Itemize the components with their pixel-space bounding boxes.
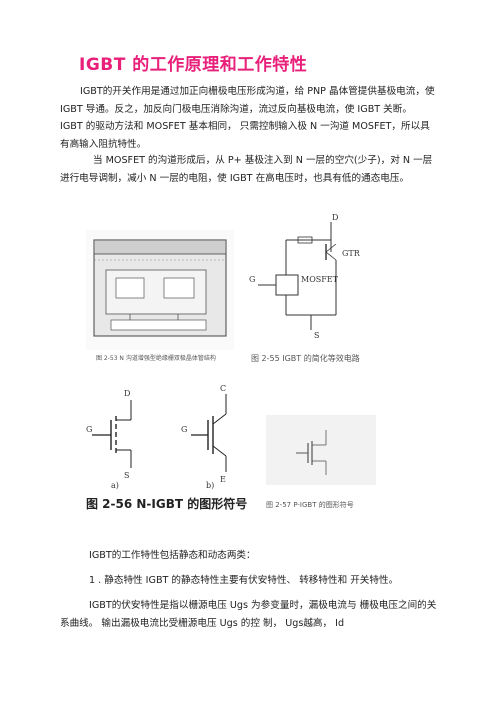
- symbol-a-label: a): [111, 481, 119, 490]
- caption-2-53: 图 2-53 N 沟道增强型绝缘栅双极晶体管结构: [96, 355, 216, 362]
- paragraph-2: 当 MOSFET 的沟道形成后，从 P+ 基极注入到 N 一层的空穴(少子)，对…: [60, 155, 433, 184]
- equivalent-circuit: D GTR MOSFET G S: [246, 210, 386, 350]
- caption-2-57: 图 2-57 P-IGBT 的图形符号: [266, 501, 354, 509]
- p-igbt-symbol: [266, 415, 376, 485]
- symbol-a-g: G: [86, 425, 92, 434]
- paragraph-4: 1 . 静态特性 IGBT 的静态特性主要有伏安特性、 转移特性和 开关特性。: [89, 575, 399, 586]
- paragraph-3: IGBT的工作特性包括静态和动态两类：: [89, 550, 256, 561]
- caption-2-55: 图 2-55 IGBT 的简化等效电路: [251, 354, 360, 363]
- structure-svg: [93, 239, 227, 337]
- igbt-figures: 图 2-53 N 沟道增强型绝缘栅双极晶体管结构 D GTR M: [86, 210, 406, 520]
- paragraph-1: IGBT的开关作用是通过加正向栅极电压形成沟道，给 PNP 晶体管提供基极电流，…: [60, 86, 435, 150]
- paragraph-5: IGBT的伏安特性是指以栅源电压 Ugs 为参变量时，漏极电流与 栅极电压之间的…: [60, 600, 437, 629]
- p-igbt-symbol-svg: [296, 430, 327, 475]
- label-mosfet: MOSFET: [301, 275, 339, 284]
- n-igbt-symbols: D G S a) C G E b): [86, 380, 266, 520]
- symbol-b-label: b): [206, 481, 214, 490]
- symbol-b-e: E: [220, 475, 226, 484]
- symbol-b-c: C: [220, 384, 226, 393]
- caption-2-56: 图 2-56 N-IGBT 的图形符号: [86, 497, 248, 511]
- symbol-a-d: D: [124, 389, 130, 398]
- label-d: D: [332, 213, 338, 222]
- label-g: G: [249, 275, 255, 284]
- symbol-a-s: S: [124, 471, 129, 480]
- label-s: S: [314, 331, 319, 340]
- page-title: IGBT 的工作原理和工作特性: [79, 55, 308, 75]
- n-igbt-symbols-svg: D G S a) C G E b): [86, 384, 227, 490]
- igbt-structure-diagram: [86, 230, 234, 350]
- equivalent-circuit-svg: D GTR MOSFET G S: [249, 213, 361, 340]
- label-gtr: GTR: [342, 249, 361, 258]
- symbol-b-g: G: [181, 425, 187, 434]
